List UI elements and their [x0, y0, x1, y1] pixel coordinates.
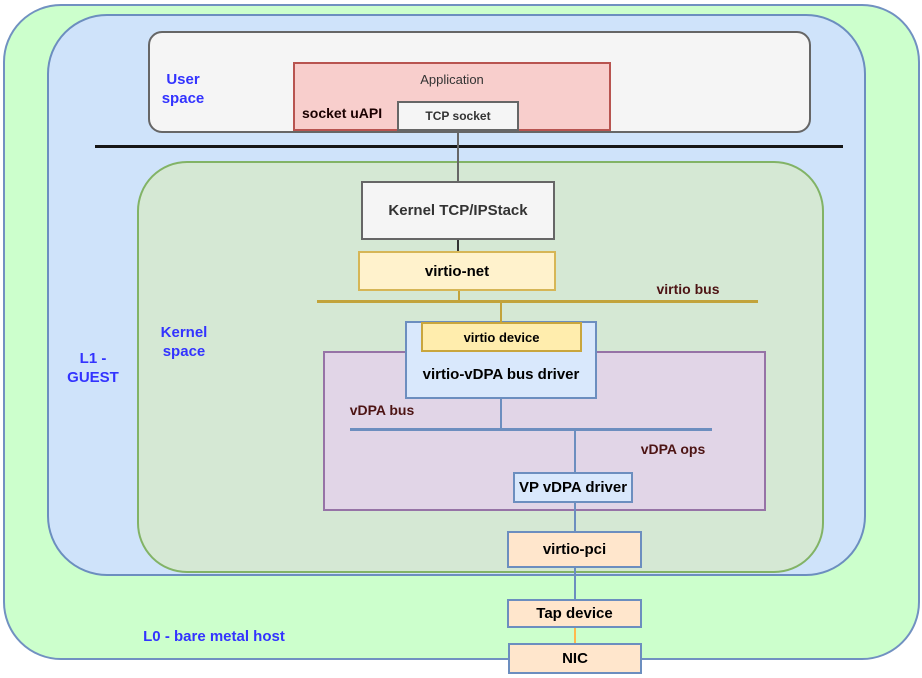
- vdpa-bus-line: [350, 428, 712, 431]
- user-kernel-separator-line: [95, 145, 843, 148]
- virtio-bus-label: virtio bus: [656, 281, 720, 297]
- virtio-pci-box: virtio-pci: [507, 531, 642, 568]
- virtio-vdpa-bus-driver-label: virtio-vDPA bus driver: [422, 366, 580, 383]
- nic-box: NIC: [508, 643, 642, 674]
- connector-vp-vdpa-driver-to-virtio-pci: [574, 503, 576, 531]
- tap-device-box: Tap device: [507, 599, 642, 628]
- kernel-space-label: Kernel space: [160, 324, 208, 360]
- virtio-device-box: virtio device: [421, 322, 582, 352]
- tcp-socket-label: TCP socket: [425, 109, 491, 123]
- vdpa-bus-label: vDPA bus: [349, 402, 415, 418]
- virtio-bus-line: [317, 300, 758, 303]
- kernel-tcp-ip-stack-box: Kernel TCP/IPStack: [361, 181, 555, 240]
- virtio-pci-label: virtio-pci: [542, 541, 607, 558]
- application-box: Application socket uAPI: [293, 62, 611, 131]
- connector-kernel-stack-to-virtio-net: [457, 240, 459, 251]
- connector-tcp-socket-to-kernel-stack: [457, 131, 459, 182]
- virtio-net-label: virtio-net: [424, 262, 490, 280]
- vdpa-ops-label: vDPA ops: [640, 441, 706, 457]
- connector-virtio-vdpa-to-vdpa-bus: [500, 399, 502, 429]
- application-label: Application: [420, 72, 484, 87]
- tcp-socket-box: TCP socket: [397, 101, 519, 131]
- nic-label: NIC: [562, 650, 588, 667]
- connector-tap-device-to-nic: [574, 628, 576, 643]
- connector-virtio-net-to-virtio-bus: [458, 291, 460, 301]
- connector-virtio-pci-to-tap-device: [574, 568, 576, 599]
- vp-vdpa-driver-box: VP vDPA driver: [513, 472, 633, 503]
- virtio-net-box: virtio-net: [358, 251, 556, 291]
- virtio-device-label: virtio device: [463, 329, 540, 345]
- connector-vdpa-bus-to-vp-vdpa-driver: [574, 430, 576, 472]
- socket-uapi-label: socket uAPI: [302, 105, 383, 121]
- l1-guest-label: L1 - GUEST: [67, 350, 119, 386]
- tap-device-label: Tap device: [536, 605, 613, 622]
- connector-virtio-bus-to-virtio-device: [500, 302, 502, 322]
- vp-vdpa-driver-label: VP vDPA driver: [518, 479, 628, 496]
- user-space-label: User space: [161, 71, 205, 107]
- kernel-tcp-ip-stack-label: Kernel TCP/IPStack: [388, 202, 528, 219]
- l0-bare-metal-host-label: L0 - bare metal host: [143, 628, 285, 645]
